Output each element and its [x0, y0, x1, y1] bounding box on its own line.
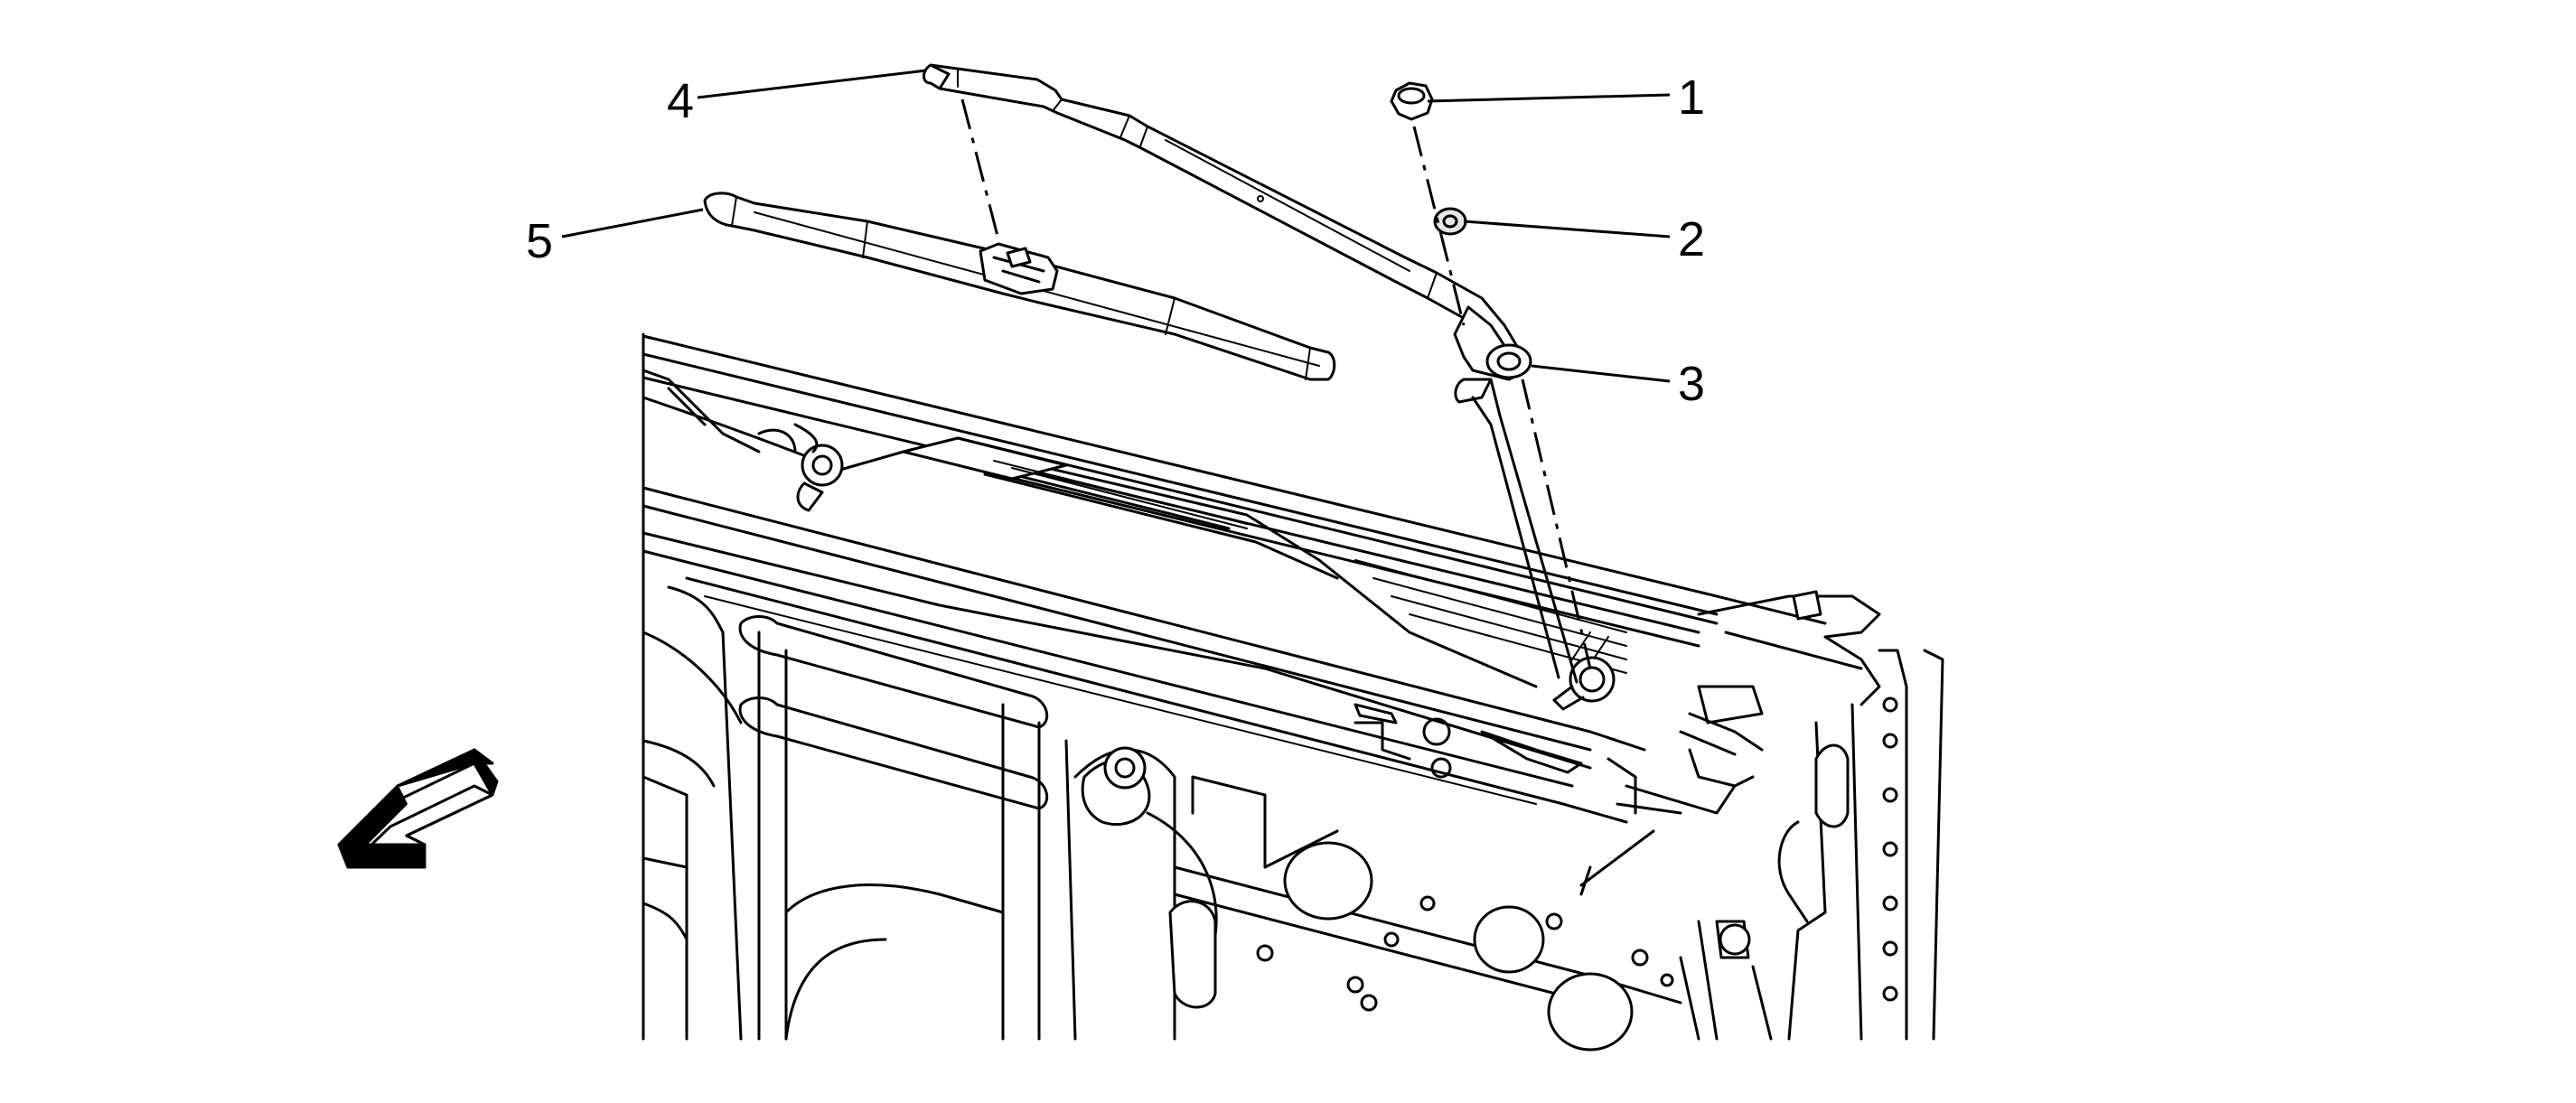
wiper-pivot-shaft [1552, 656, 1616, 711]
vehicle-body-structure [642, 332, 1944, 1052]
callout-4: 4 [667, 74, 694, 128]
callout-5: 5 [526, 214, 553, 268]
callout-1: 1 [1678, 70, 1705, 125]
front-direction-arrow-icon [337, 748, 499, 869]
callout-2: 2 [1678, 212, 1705, 266]
callout-3: 3 [1678, 357, 1705, 411]
nut [1390, 81, 1434, 121]
callout-leaders [561, 69, 1671, 383]
wiper-arm [923, 63, 1578, 684]
assembly-centerlines [960, 98, 1592, 669]
wiper-blade [703, 192, 1336, 381]
callout-labels: 1 2 3 4 5 [526, 70, 1705, 411]
washer [1433, 207, 1467, 236]
